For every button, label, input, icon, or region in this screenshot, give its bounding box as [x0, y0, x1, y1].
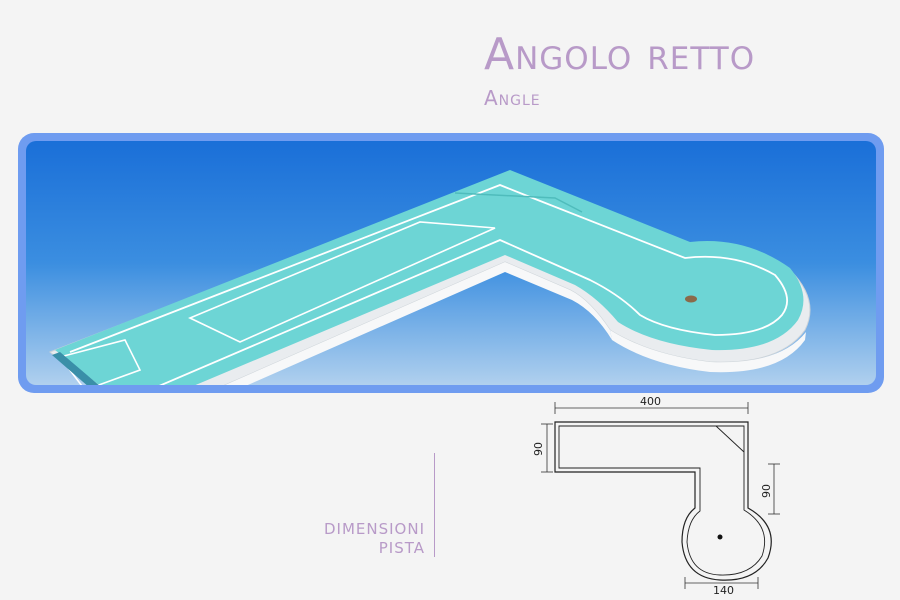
track-outline — [554, 421, 772, 581]
dimensions-label: DIMENSIONI PISTA — [280, 520, 425, 558]
page-title: Angolo retto — [484, 29, 756, 80]
course-render-frame — [18, 133, 884, 393]
dim-label-top: 400 — [640, 395, 661, 408]
page-subtitle: Angle — [484, 86, 541, 110]
hole-marker — [717, 534, 723, 540]
course-render — [26, 141, 876, 385]
dim-label-bottom: 140 — [713, 584, 734, 595]
dim-label-right: 90 — [760, 484, 773, 498]
dimensions-label-line1: DIMENSIONI — [323, 520, 425, 538]
track-plan-diagram: 400 90 90 140 — [532, 395, 780, 595]
course-3d-illustration — [49, 170, 811, 385]
dim-label-left: 90 — [532, 442, 545, 456]
dimensions-label-line2: PISTA — [378, 539, 425, 557]
section-divider — [434, 453, 435, 557]
